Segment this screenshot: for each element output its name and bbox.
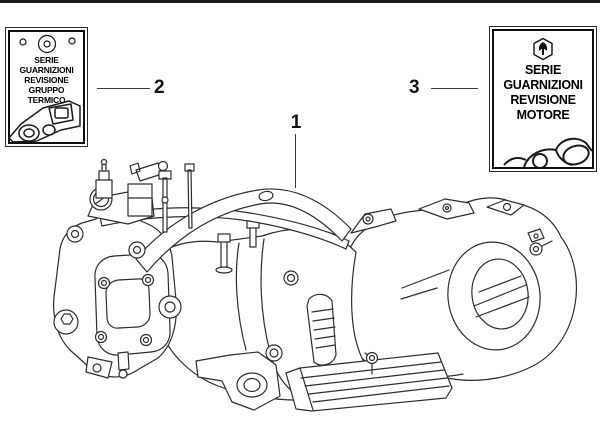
oil-sump-group: [285, 352, 453, 412]
leader-line-2: [97, 88, 150, 89]
gasket-kit-thermal-inner: SERIE GUARNIZIONI REVISIONE GRUPPO TERMI…: [8, 30, 85, 144]
callout-3: 3: [409, 77, 420, 98]
head-gasket-sketch-icon: [10, 100, 81, 142]
kit-thermal-line-1: SERIE: [34, 55, 59, 65]
misc-bolts-group: [365, 351, 379, 375]
kit-thermal-line-4: GRUPPO: [28, 85, 65, 95]
page-top-rule: [0, 0, 600, 3]
callout-2: 2: [154, 77, 165, 98]
gasket-kit-engine-inner: SERIE GUARNIZIONI REVISIONE MOTORE: [492, 29, 594, 169]
kit-thermal-line-5: TERMICO: [27, 95, 66, 105]
kit-engine-line-3: REVISIONE: [510, 93, 576, 107]
intake-tubes-group: [99, 188, 352, 273]
callout-1: 1: [290, 112, 302, 133]
piaggio-logo-icon: [533, 37, 553, 61]
kit-thermal-title: SERIE GUARNIZIONI REVISIONE GRUPPO TERMI…: [10, 55, 83, 105]
kit-engine-line-2: GUARNIZIONI: [503, 78, 583, 92]
gasket-kit-engine-box: SERIE GUARNIZIONI REVISIONE MOTORE: [489, 26, 597, 172]
leader-line-3: [431, 88, 478, 89]
top-brackets-group: [350, 198, 545, 243]
kit-engine-line-4: MOTORE: [516, 108, 570, 122]
grommet-circles-icon: [18, 34, 76, 54]
carburetor-group: [87, 158, 195, 233]
kit-thermal-line-2: GUARNIZIONI: [19, 65, 74, 75]
cvt-cover-group: [343, 197, 578, 383]
kit-thermal-line-3: REVISIONE: [24, 75, 69, 85]
engine-mount-group: [195, 351, 281, 411]
leader-line-1: [295, 134, 296, 188]
gasket-kit-thermal-box: SERIE GUARNIZIONI REVISIONE GRUPPO TERMI…: [5, 27, 88, 147]
kit-engine-line-1: SERIE: [524, 63, 561, 77]
engine-gasket-sketch-icon: [503, 137, 592, 167]
kit-engine-title: SERIE GUARNIZIONI REVISIONE MOTORE: [494, 63, 592, 123]
